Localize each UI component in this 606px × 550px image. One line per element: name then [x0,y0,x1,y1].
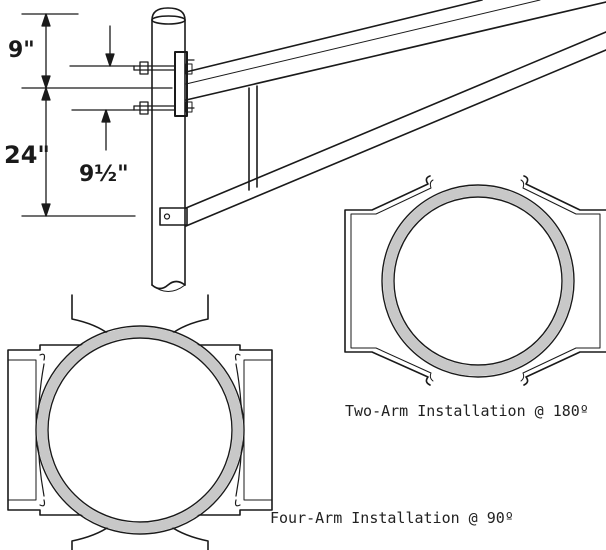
lower-bolt [133,101,176,115]
dimension-lines [21,13,173,217]
arm-brace [248,85,258,191]
upper-bolt [133,61,176,75]
two-arm-caption: Two-Arm Installation @ 180º [345,402,589,420]
two-arm-topview [344,175,606,386]
lower-arm [185,31,606,227]
mounting-plate [174,51,195,117]
dimension-lower-label: 9½" [79,162,129,187]
four-arm-caption: Four-Arm Installation @ 90º [270,509,514,527]
lower-arm-clamp [159,207,188,226]
dimension-upper-label: 9" [8,38,35,63]
dimension-total-label: 24" [4,141,50,169]
upper-arm [185,0,606,101]
pole-rings [35,184,575,535]
pole [151,7,186,292]
